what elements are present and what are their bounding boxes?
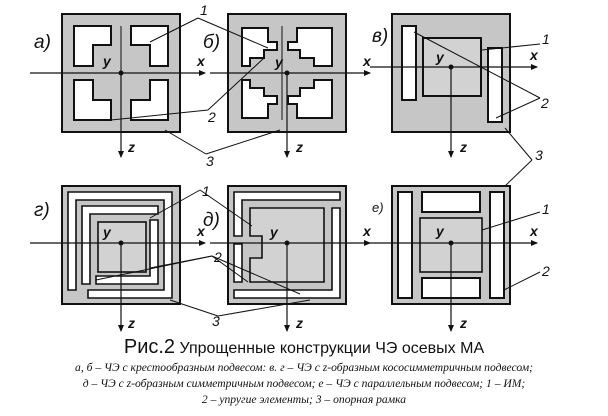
panel-d-x-label: x (362, 223, 372, 239)
panel-b-y-label: y (274, 54, 284, 70)
panel-c-letter: в) (372, 26, 388, 47)
caption: Рис.2 Упрощенные конструкции ЧЭ осевых М… (0, 336, 608, 408)
panel-c-x-label: x (529, 47, 539, 63)
caption-line-2: д – ЧЭ с z-образным симметричным подвесо… (82, 377, 526, 390)
callout-1-top: 1 (200, 2, 208, 18)
caption-line-3: 2 – упругие элементы; 3 – опорная рамка (201, 393, 407, 406)
panel-a-z-label: z (127, 139, 135, 155)
callout-3-bottom: 3 (212, 313, 220, 329)
panel-g-x-label: x (196, 223, 206, 239)
caption-title-line: Рис.2 Упрощенные конструкции ЧЭ осевых М… (0, 336, 608, 360)
caption-line-1: а, б – ЧЭ с крестообразным подвесом: в. … (75, 361, 533, 374)
panel-g-letter: г) (34, 200, 50, 221)
callout-1-e: 1 (542, 201, 550, 217)
panel-d-y-label: y (269, 224, 279, 240)
callout-3-shared: 3 (535, 147, 543, 163)
panel-b-z-label: z (295, 139, 303, 155)
panel-e-z-label: z (459, 315, 467, 331)
panel-d-letter: д) (203, 210, 220, 231)
panel-a-y-label: y (102, 53, 112, 69)
callout-1-c: 1 (542, 31, 550, 47)
figure-number: Рис.2 (123, 336, 176, 358)
panel-g-z-label: z (127, 315, 135, 331)
callout-1-bottom: 1 (202, 183, 210, 199)
panel-g-y-label: y (102, 224, 112, 240)
callout-lines-bottom (95, 189, 541, 317)
panel-e-letter: е) (372, 200, 384, 215)
panel-d-z-label: z (295, 315, 303, 331)
callout-2-c: 2 (540, 95, 549, 111)
panel-b-x-label: x (362, 53, 372, 69)
callout-3-top: 3 (206, 153, 214, 169)
callout-2-bottom: 2 (213, 249, 222, 265)
callout-2-top: 2 (207, 109, 216, 125)
panel-d (227, 185, 347, 305)
callout-2-e: 2 (541, 263, 550, 279)
panel-b-letter: б) (203, 32, 220, 53)
figure-title: Упрощенные конструкции ЧЭ осевых МА (179, 340, 485, 357)
panel-c-y-label: y (435, 49, 445, 65)
callout-lines-top (110, 17, 541, 187)
panel-e-y-label: y (435, 223, 445, 239)
panel-e-x-label: x (529, 223, 539, 239)
panel-a-letter: а) (34, 32, 51, 53)
panel-a-x-label: x (196, 53, 206, 69)
panel-c-z-label: z (459, 139, 467, 155)
